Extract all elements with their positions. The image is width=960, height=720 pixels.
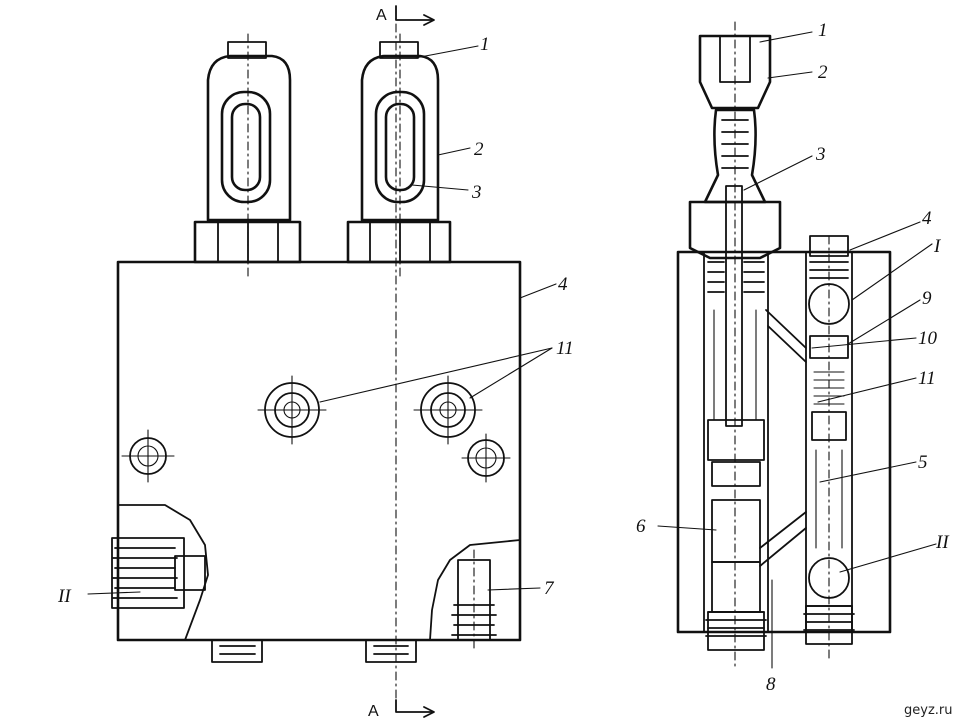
plug-head bbox=[698, 34, 772, 110]
leader-rII bbox=[839, 543, 937, 573]
plug-neck bbox=[703, 108, 767, 204]
channel-upper bbox=[765, 309, 807, 363]
bottom-lug-right bbox=[365, 639, 417, 663]
leader-r3 bbox=[743, 155, 813, 191]
channel-lower bbox=[759, 511, 807, 567]
cutaway-bottom-right bbox=[429, 539, 521, 641]
leader-r9 bbox=[847, 299, 921, 345]
label-2-left: 2 bbox=[474, 139, 484, 160]
label-I-right: I bbox=[933, 236, 942, 257]
label-4-left: 4 bbox=[558, 274, 568, 295]
label-11-left: 11 bbox=[556, 338, 574, 359]
label-9-right: 9 bbox=[922, 288, 932, 309]
leader-r2 bbox=[767, 71, 813, 79]
label-8-right: 8 bbox=[766, 674, 776, 695]
hole-port-11-left bbox=[257, 375, 327, 445]
label-6-right: 6 bbox=[636, 516, 646, 537]
leader-r1 bbox=[759, 31, 813, 43]
plug-assembly-left bbox=[193, 33, 302, 279]
label-4-right: 4 bbox=[922, 208, 932, 229]
cutaway-bottom-left bbox=[117, 504, 209, 641]
leader-r6 bbox=[657, 525, 717, 531]
spool-6 bbox=[711, 499, 761, 563]
label-11-right: 11 bbox=[918, 368, 936, 389]
label-2-right: 2 bbox=[818, 62, 828, 83]
top-plug-right bbox=[809, 235, 849, 257]
label-1-left: 1 bbox=[480, 34, 490, 55]
left-view bbox=[87, 5, 557, 718]
leader-7 bbox=[487, 587, 541, 591]
leader-4-left bbox=[519, 283, 557, 299]
leader-r4 bbox=[849, 221, 921, 251]
label-II-right: II bbox=[935, 532, 950, 553]
valve-body-block bbox=[116, 260, 522, 642]
leader-1-left bbox=[414, 45, 479, 59]
section-mark-top: A bbox=[376, 7, 387, 24]
leader-II-left bbox=[87, 591, 141, 595]
leader-11b bbox=[469, 347, 553, 399]
section-mark-bottom: A bbox=[368, 703, 379, 720]
threaded-port-right bbox=[451, 549, 497, 651]
bottom-plug-left bbox=[707, 611, 765, 651]
label-7-left: 7 bbox=[544, 578, 555, 599]
housing-section bbox=[676, 250, 892, 634]
stem bbox=[725, 185, 743, 427]
leader-r11 bbox=[817, 377, 917, 403]
plug-assembly-right bbox=[346, 33, 452, 279]
leader-r5 bbox=[819, 461, 917, 483]
top-plug-section bbox=[688, 200, 782, 260]
leader-rI bbox=[851, 243, 933, 301]
label-II-left: II bbox=[57, 586, 72, 607]
watermark: geyz.ru bbox=[904, 703, 952, 718]
section-line-a-a bbox=[395, 5, 435, 718]
hole-port-11-right bbox=[413, 375, 483, 445]
hole-right-small bbox=[461, 433, 511, 483]
label-3-right: 3 bbox=[815, 144, 826, 165]
label-5-right: 5 bbox=[918, 452, 928, 473]
leader-11a bbox=[319, 347, 553, 403]
hole-left-small bbox=[121, 429, 175, 483]
label-3-left: 3 bbox=[471, 182, 482, 203]
bore-left bbox=[703, 251, 769, 633]
label-1-right: 1 bbox=[818, 20, 828, 41]
leader-r10 bbox=[811, 337, 917, 349]
piston bbox=[707, 419, 765, 461]
threaded-port-left bbox=[111, 537, 206, 609]
leader-2-left bbox=[437, 147, 471, 156]
right-view bbox=[657, 21, 937, 669]
leader-3-left bbox=[411, 184, 469, 191]
bottom-lug-left bbox=[211, 639, 263, 663]
label-10-right: 10 bbox=[918, 328, 938, 349]
